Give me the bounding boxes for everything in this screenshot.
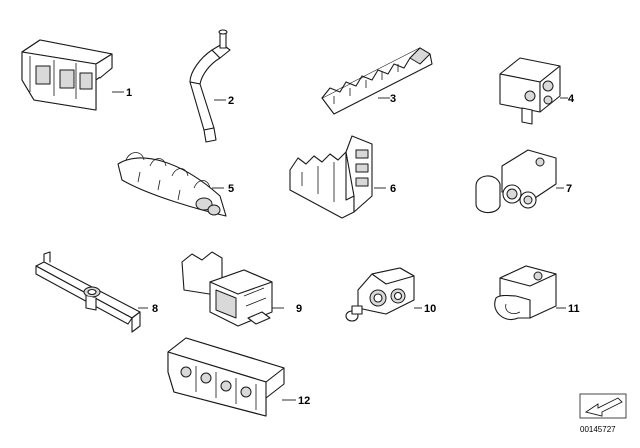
part-number-5: 5	[228, 183, 234, 195]
part-number-8: 8	[152, 303, 158, 315]
part-number-1: 1	[126, 87, 132, 99]
part-number-6: 6	[390, 183, 396, 195]
part-7-ring-clip[interactable]	[475, 149, 557, 214]
part-number-10: 10	[424, 303, 436, 315]
reference-box	[579, 393, 627, 419]
part-number-11: 11	[568, 303, 580, 315]
part-number-4: 4	[568, 93, 575, 105]
part-1-holder-block[interactable]	[21, 39, 113, 111]
arrow-icon	[584, 397, 623, 417]
part-8-flat-bracket[interactable]	[35, 251, 141, 333]
part-number-12: 12	[298, 395, 310, 407]
part-number-3: 3	[390, 93, 396, 105]
part-3-comb-clip[interactable]	[321, 47, 433, 115]
reference-code: 00145727	[580, 425, 616, 434]
part-number-7: 7	[566, 183, 572, 195]
part-number-9: 9	[296, 303, 302, 315]
part-number-2: 2	[228, 95, 234, 107]
part-6-tall-comb-clip[interactable]	[289, 135, 373, 219]
part-12-multi-slot-holder[interactable]	[167, 337, 285, 417]
part-2-bent-bracket[interactable]	[189, 29, 231, 143]
part-9-cross-clip[interactable]	[181, 251, 273, 327]
part-11-u-clip[interactable]	[494, 265, 557, 320]
part-4-box-clip[interactable]	[499, 57, 561, 125]
part-5-curved-clip[interactable]	[117, 152, 227, 217]
part-10-pin-clip[interactable]	[345, 267, 415, 322]
